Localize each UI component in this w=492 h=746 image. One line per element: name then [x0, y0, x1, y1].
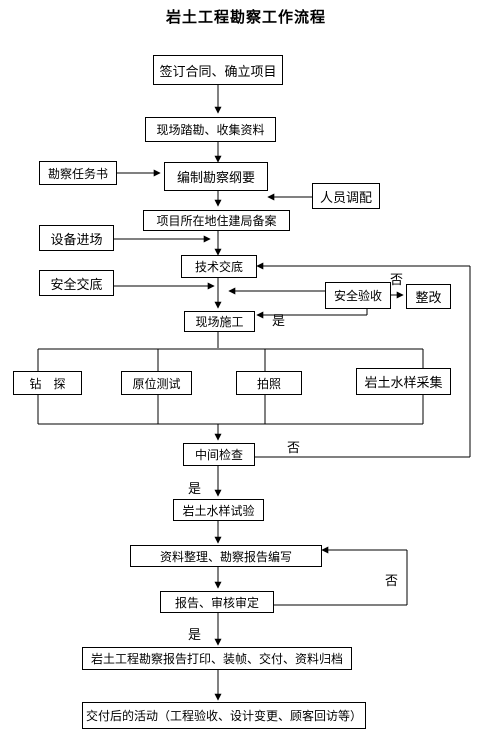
delivery-box: 岩土工程勘察报告打印、装帧、交付、资料归档	[82, 647, 352, 670]
construction-box: 现场施工	[184, 311, 255, 332]
data-report-box: 资料整理、勘察报告编写	[130, 545, 322, 567]
after-delivery-box: 交付后的活动（工程验收、设计变更、顾客回访等）	[82, 702, 366, 729]
site-survey-box: 现场踏勘、收集资料	[145, 117, 276, 142]
staffing-box: 人员调配	[312, 183, 380, 209]
lab-test-box: 岩土水样试验	[173, 499, 264, 521]
mid-check-box: 中间检查	[183, 443, 255, 466]
equipment-box: 设备进场	[39, 225, 114, 251]
outline-box: 编制勘察纲要	[164, 162, 268, 191]
filing-box: 项目所在地住建局备案	[143, 210, 290, 231]
review-box: 报告、审核审定	[160, 591, 274, 613]
no-label-rectify: 否	[390, 273, 404, 288]
page-title: 岩土工程勘察工作流程	[165, 8, 326, 26]
task-book-box: 勘察任务书	[39, 161, 117, 185]
sampling-box: 岩土水样采集	[356, 368, 451, 395]
tech-brief-box: 技术交底	[181, 255, 257, 278]
no-label-mid-check: 否	[287, 441, 301, 456]
yes-label-review: 是	[188, 628, 202, 643]
safety-brief-box: 安全交底	[39, 270, 114, 296]
safety-check-box: 安全验收	[325, 282, 391, 309]
sign-contract-box: 签订合同、确立项目	[153, 55, 283, 85]
insitu-test-box: 原位测试	[121, 371, 192, 395]
yes-label-construction: 是	[272, 314, 286, 329]
rectify-box: 整改	[406, 284, 451, 309]
no-label-review: 否	[385, 574, 399, 589]
yes-label-mid-check: 是	[188, 482, 202, 497]
photo-box: 拍照	[236, 371, 302, 395]
drilling-box: 钻 探	[13, 371, 82, 395]
